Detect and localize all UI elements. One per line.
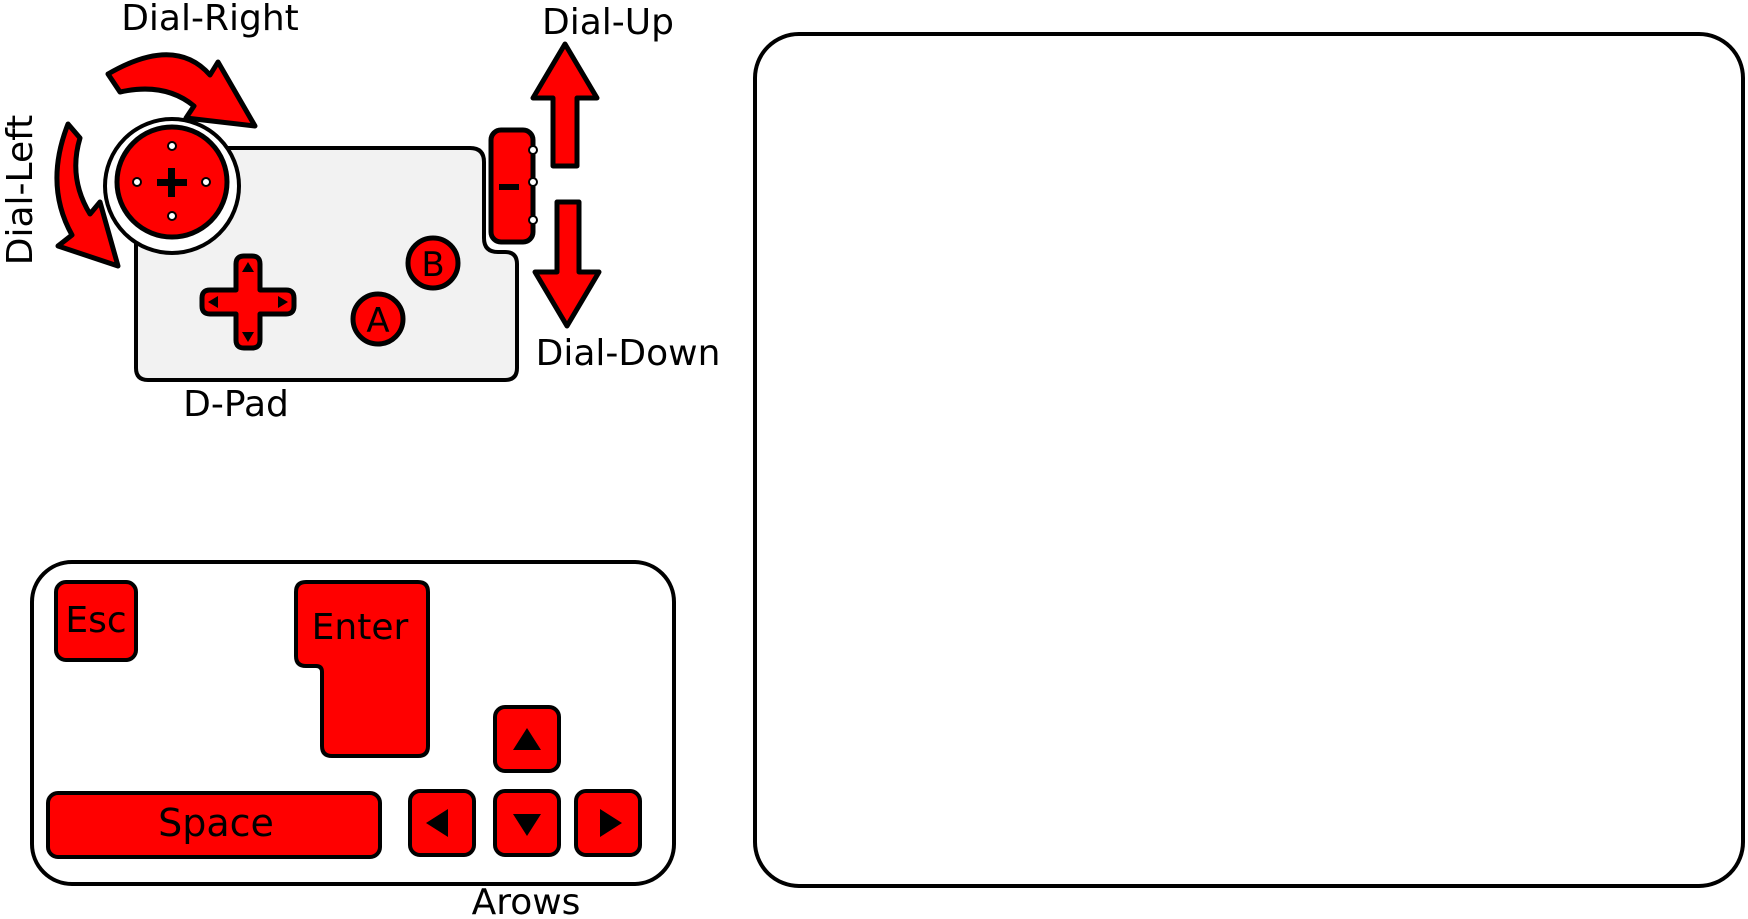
arrow-right-key[interactable]	[574, 789, 642, 857]
dial-down-label: Dial-Down	[536, 333, 721, 374]
dpad-up-icon	[242, 262, 254, 272]
dial-knob[interactable]	[114, 124, 230, 240]
space-key-label: Space	[158, 801, 274, 845]
keyboard-panel: Esc Enter Space Arows	[30, 560, 676, 919]
enter-key[interactable]: Enter	[294, 580, 430, 758]
arrow-down-icon	[513, 814, 541, 836]
dial-left-arrow-icon	[54, 121, 121, 269]
dial-right-arrow-icon	[105, 52, 258, 129]
crank[interactable]	[488, 127, 538, 245]
arrow-left-icon	[426, 809, 448, 837]
dpad-left-icon	[208, 296, 218, 308]
arrow-right-icon	[600, 809, 622, 837]
arrow-up-icon	[513, 728, 541, 750]
dpad-button[interactable]	[199, 253, 297, 351]
esc-key[interactable]: Esc	[54, 580, 138, 662]
esc-key-label: Esc	[65, 600, 126, 641]
dial-down-arrow-icon	[532, 199, 602, 329]
arrow-left-key[interactable]	[408, 789, 476, 857]
b-button[interactable]: B	[405, 235, 461, 291]
dpad-down-icon	[242, 332, 254, 342]
dial-left-label: Dial-Left	[0, 115, 41, 266]
dial-right-label: Dial-Right	[121, 0, 299, 39]
a-button[interactable]: A	[350, 291, 406, 347]
dpad-label: D-Pad	[183, 384, 289, 425]
screen-panel	[753, 32, 1745, 888]
a-button-label: A	[366, 301, 389, 341]
dial-up-label: Dial-Up	[542, 2, 674, 43]
crank-mark-icon	[499, 184, 519, 190]
handheld-controller: Dial-Right Dial-Left D-Pad	[0, 0, 720, 425]
arrow-up-key[interactable]	[493, 705, 561, 773]
dpad-right-icon	[278, 296, 288, 308]
arrow-down-key[interactable]	[493, 789, 561, 857]
enter-key-label: Enter	[312, 607, 409, 648]
dial-up-arrow-icon	[530, 41, 600, 169]
b-button-label: B	[421, 245, 444, 285]
arrows-label: Arows	[472, 882, 581, 919]
space-key[interactable]: Space	[46, 791, 382, 859]
